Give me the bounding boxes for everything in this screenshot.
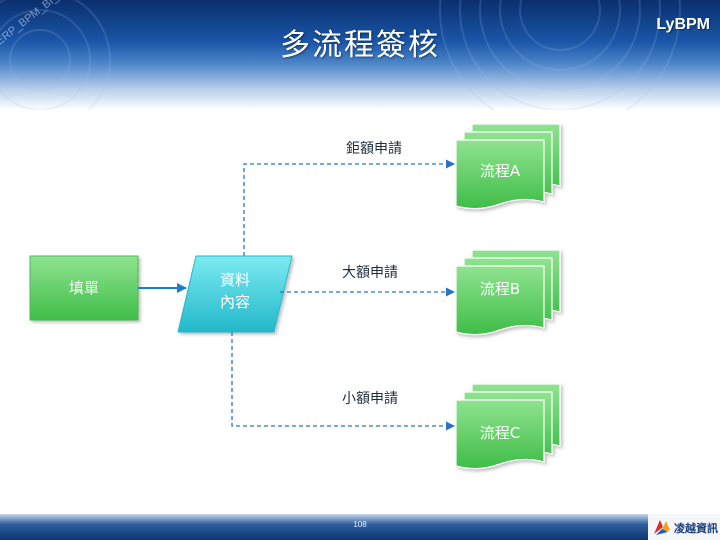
footer-bar — [0, 514, 720, 540]
page-number: 108 — [353, 520, 367, 529]
fill-form-node: 填單 — [29, 255, 139, 321]
company-name: 凌越資訊 — [674, 522, 718, 535]
company-logo: 凌越資訊 — [648, 514, 720, 540]
data-content-node: 資料 內容 — [177, 255, 293, 333]
flow-c-label: 流程C — [480, 424, 520, 442]
data-content-label-line2: 內容 — [220, 293, 250, 311]
edge-label-flow-b: 大額申請 — [342, 265, 398, 281]
flow-a-label: 流程A — [480, 162, 521, 180]
dashed-arrow-to-flow-c — [231, 332, 455, 431]
dashed-arrow-to-flow-a — [243, 159, 455, 256]
flow-c-node: 流程C — [455, 383, 561, 470]
page-title: 多流程簽核 — [280, 28, 440, 63]
flow-a-node: 流程A — [455, 123, 561, 210]
edge-label-flow-a: 鉅額申請 — [346, 141, 402, 157]
header-banner: ERP_BPM_BI_Flow 多流程簽核 LyBPM — [0, 0, 720, 110]
flow-b-node: 流程B — [455, 249, 561, 336]
maze-pattern-decoration — [0, 0, 681, 110]
brand-logo: LyBPM — [656, 16, 710, 33]
company-mark-icon — [654, 520, 670, 535]
flow-b-label: 流程B — [480, 280, 520, 298]
fill-form-label: 填單 — [69, 279, 99, 297]
data-content-label-line1: 資料 — [220, 271, 250, 289]
edge-label-flow-c: 小額申請 — [342, 391, 398, 407]
